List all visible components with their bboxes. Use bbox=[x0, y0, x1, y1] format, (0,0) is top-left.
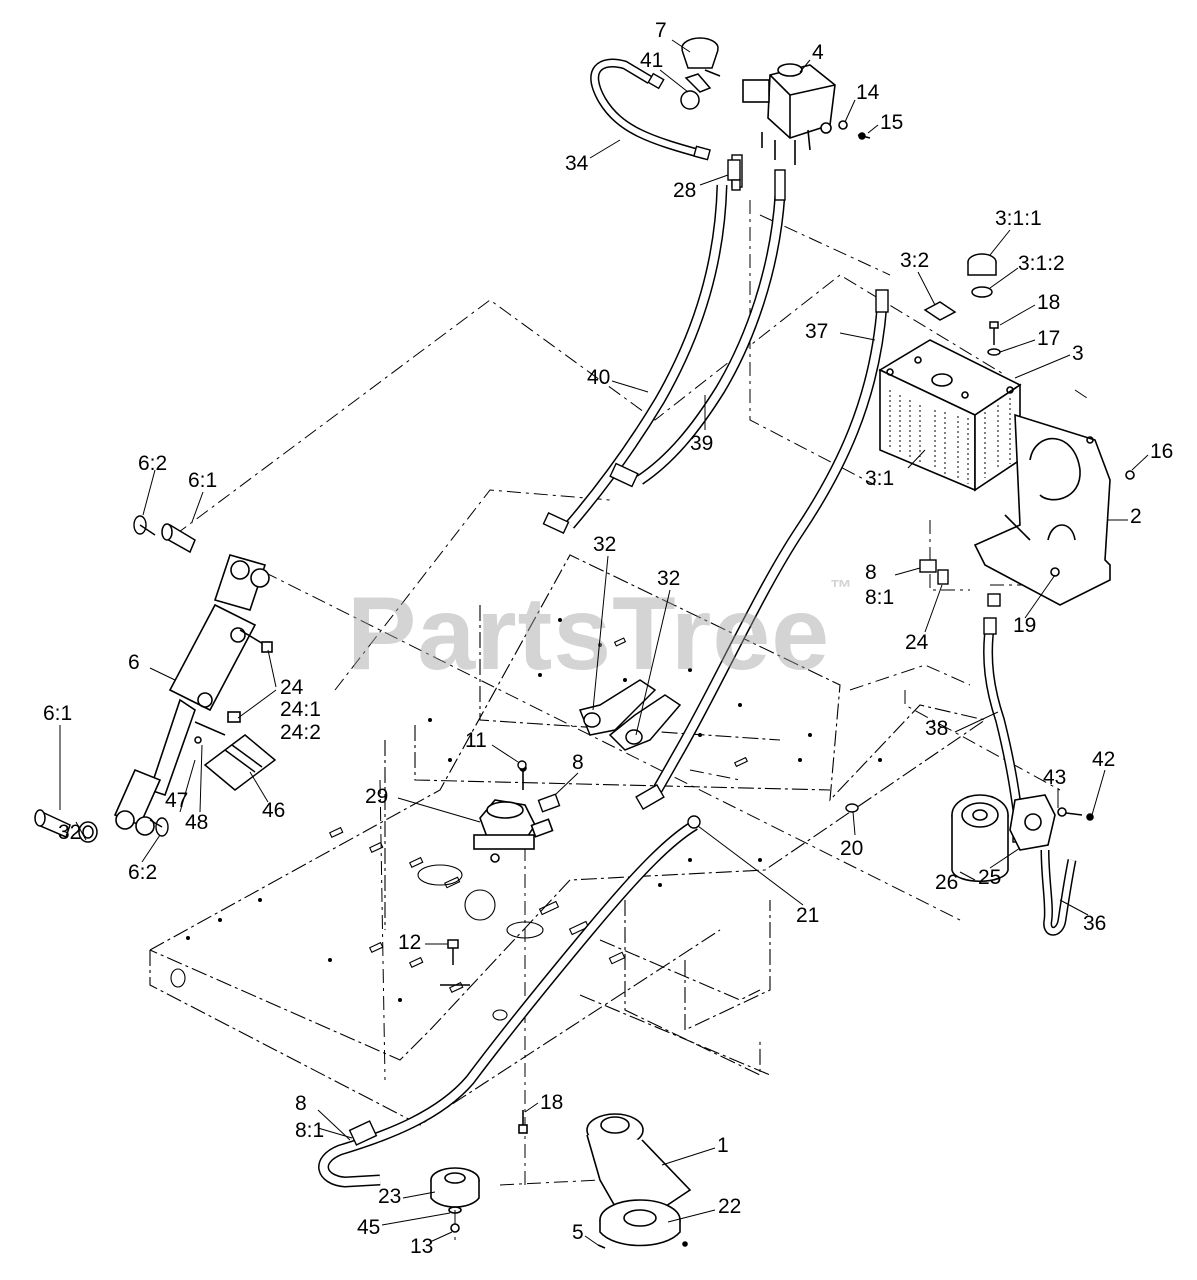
callout-label: 45 bbox=[357, 1216, 381, 1239]
callout-label: 2 bbox=[1130, 505, 1142, 528]
callout-label: 3:1:2 bbox=[1018, 252, 1065, 275]
callout-label: 1 bbox=[717, 1134, 729, 1157]
callout-label: 26 bbox=[935, 871, 959, 894]
callout-label: 3:2 bbox=[900, 249, 930, 272]
callout-label: 19 bbox=[1013, 614, 1037, 637]
control-valve bbox=[742, 63, 871, 165]
hose-36 bbox=[1040, 849, 1077, 936]
callout-label: 7 bbox=[655, 19, 667, 42]
callout-label: 18 bbox=[1037, 291, 1061, 314]
tank-bracket bbox=[973, 413, 1135, 606]
callout-label: 24 bbox=[905, 631, 929, 654]
callout-label: 41 bbox=[640, 49, 664, 72]
hair-pins-6-2 bbox=[133, 515, 169, 837]
bolt-12 bbox=[440, 939, 470, 986]
callout-label: 17 bbox=[1037, 327, 1061, 350]
callout-label: 8:1 bbox=[865, 586, 895, 609]
callout-label: 12 bbox=[398, 931, 422, 954]
tank-hatching bbox=[889, 390, 1011, 484]
callout-label: 24:2 bbox=[280, 721, 321, 744]
tank-cap bbox=[923, 253, 997, 321]
callout-label: 6:2 bbox=[138, 452, 168, 475]
callout-label: 11 bbox=[465, 729, 487, 752]
hydraulic-cylinder bbox=[113, 554, 273, 836]
callout-label: 22 bbox=[718, 1195, 742, 1218]
callout-label: 47 bbox=[165, 789, 189, 812]
callout-label: 16 bbox=[1150, 440, 1174, 463]
callout-label: 29 bbox=[365, 785, 389, 808]
callout-label: 43 bbox=[1043, 766, 1067, 789]
callout-label: 48 bbox=[185, 811, 209, 834]
tee-fitting-28 bbox=[727, 159, 741, 191]
frame-plate bbox=[149, 554, 987, 1126]
callout-label: 25 bbox=[978, 866, 1002, 889]
callout-label: 40 bbox=[587, 366, 611, 389]
callout-label: 8:1 bbox=[295, 1119, 325, 1142]
idler-arm bbox=[518, 1110, 692, 1249]
callout-label: 20 bbox=[840, 837, 864, 860]
trademark-symbol: ™ bbox=[830, 575, 854, 600]
callout-label: 24:1 bbox=[280, 698, 321, 721]
callout-label: 6:1 bbox=[188, 469, 218, 492]
callout-label: 13 bbox=[410, 1235, 434, 1258]
hose-38 bbox=[983, 617, 1028, 843]
pressure-gauge bbox=[680, 37, 721, 110]
callout-label: 34 bbox=[565, 152, 589, 175]
callout-label: 38 bbox=[925, 717, 949, 740]
filter-head bbox=[1009, 794, 1094, 851]
hose-21 bbox=[318, 815, 701, 1188]
callout-label: 36 bbox=[1083, 912, 1107, 935]
pins-6-1 bbox=[34, 523, 196, 843]
oil-filter bbox=[951, 794, 1009, 882]
callout-label: 28 bbox=[673, 179, 697, 202]
callout-label: 8 bbox=[295, 1092, 307, 1115]
callout-label: 37 bbox=[805, 320, 829, 343]
pivot-plates bbox=[578, 679, 682, 751]
callout-label: 42 bbox=[1092, 748, 1116, 771]
pulley-23 bbox=[430, 1167, 480, 1233]
callout-label: 14 bbox=[856, 81, 880, 104]
callout-label: 23 bbox=[378, 1185, 402, 1208]
fittings-tank-outlet bbox=[919, 559, 1001, 607]
callout-label: 3:1 bbox=[865, 467, 895, 490]
hose-34 bbox=[590, 58, 711, 161]
callout-label: 32 bbox=[593, 533, 617, 556]
callout-label: 6 bbox=[128, 651, 140, 674]
callout-label: 4 bbox=[812, 41, 824, 64]
small-fittings bbox=[517, 760, 859, 813]
callout-label: 8 bbox=[865, 561, 877, 584]
pin-47-48-clip-46 bbox=[194, 721, 277, 791]
callout-label: 46 bbox=[262, 799, 286, 822]
watermark-text: PartsTree bbox=[346, 576, 831, 692]
callout-label: 8 bbox=[572, 751, 584, 774]
callout-label: 32 bbox=[657, 567, 681, 590]
callout-label: 18 bbox=[540, 1091, 564, 1114]
hose-39 bbox=[609, 169, 786, 488]
pump-29 bbox=[473, 764, 554, 863]
callout-label: 39 bbox=[690, 432, 714, 455]
callout-label: 3 bbox=[1072, 342, 1084, 365]
callout-label: 32 bbox=[58, 821, 82, 844]
callout-label: 6:1 bbox=[43, 702, 73, 725]
callout-label: 24 bbox=[280, 676, 304, 699]
callout-label: 6:2 bbox=[128, 861, 158, 884]
callout-label: 21 bbox=[796, 904, 820, 927]
callout-label: 3:1:1 bbox=[995, 207, 1042, 230]
callout-label: 5 bbox=[572, 1221, 584, 1244]
hose-37 bbox=[635, 289, 889, 811]
watermark: PartsTree™ bbox=[300, 575, 900, 694]
callout-label: 15 bbox=[880, 111, 904, 134]
